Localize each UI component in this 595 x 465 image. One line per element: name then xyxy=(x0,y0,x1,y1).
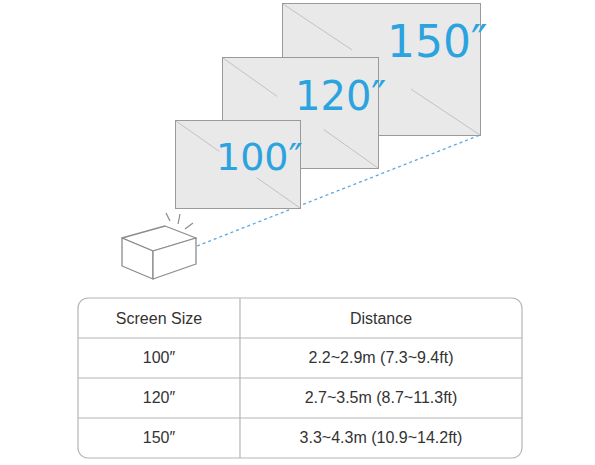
table-frame xyxy=(78,298,522,458)
screen-size-label: 100″ xyxy=(216,138,303,176)
table-cell: 150″ xyxy=(143,430,175,446)
screen-size-label: 120″ xyxy=(295,76,386,116)
table-header: Screen Size xyxy=(116,311,202,327)
table-cell: 2.2~2.9m (7.3~9.4ft) xyxy=(309,350,454,366)
screen-size-label: 150″ xyxy=(387,20,487,64)
projector-symbol xyxy=(122,226,196,279)
table-cell: 3.3~4.3m (10.9~14.2ft) xyxy=(300,430,463,446)
table-cell: 120″ xyxy=(143,390,175,406)
sheen-line xyxy=(257,178,300,208)
sheen-line xyxy=(324,130,378,169)
table-cell: 2.7~3.5m (8.7~11.3ft) xyxy=(305,390,458,406)
sheen-line xyxy=(283,4,352,50)
table-header: Distance xyxy=(350,311,412,327)
table-cell: 100″ xyxy=(143,350,175,366)
sheen-line xyxy=(176,121,219,151)
light-rays xyxy=(166,213,193,229)
sheen-line xyxy=(223,58,277,97)
projection-screen: 100″ xyxy=(175,120,301,209)
sheen-line xyxy=(411,89,480,135)
